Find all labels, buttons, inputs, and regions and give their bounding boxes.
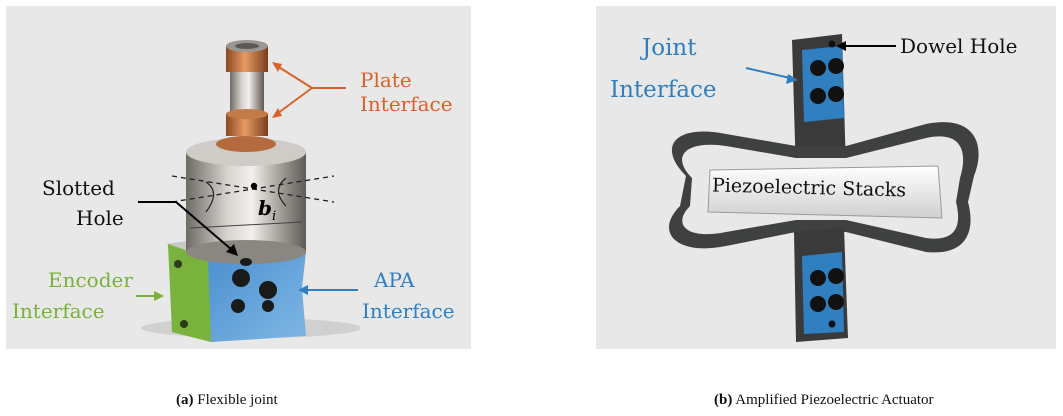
top-collar: [216, 136, 276, 152]
apa-interface-label-line1: APA: [374, 268, 415, 292]
plate-arrow-head: [272, 108, 282, 118]
apa-arrow-head: [298, 285, 308, 295]
caption-b-text: Amplified Piezoelectric Actuator: [735, 392, 934, 408]
shaft-top-bore: [235, 43, 259, 49]
apa-hole: [231, 299, 245, 313]
encoder-interface-label-line2: Interface: [12, 299, 105, 323]
joint-interface-label-line2: Interface: [610, 77, 717, 103]
flexure-curve: [277, 177, 287, 207]
center-point: [250, 182, 258, 190]
joint-body: [186, 152, 306, 252]
flexible-joint-drawing: [136, 40, 361, 342]
encoder-hole: [174, 260, 182, 268]
mount-hole: [828, 268, 844, 284]
center-point-label: bi: [258, 196, 277, 224]
caption-a-text: Flexible joint: [197, 392, 278, 408]
mount-hole: [828, 294, 844, 310]
mount-hole: [810, 296, 826, 312]
slotted-hole-label-line1: Slotted: [42, 176, 115, 200]
apa-hole: [232, 269, 250, 287]
piezo-stacks-label: Piezoelectric Stacks: [711, 174, 907, 202]
flexure-curve: [205, 181, 215, 213]
apa-render: Joint Interface Dowel Hole Piezoelectric…: [596, 6, 1056, 349]
dowel-hole: [828, 320, 836, 328]
piezo-stack: [707, 165, 943, 219]
plate-ring-lower-top: [226, 109, 268, 119]
apa-hole: [259, 281, 277, 299]
mount-hole: [828, 58, 844, 74]
joint-interface-face-top: [802, 46, 844, 122]
caption-b: (b) Amplified Piezoelectric Actuator: [714, 392, 934, 409]
slotted-hole: [240, 258, 252, 266]
dowel-hole: [828, 40, 836, 48]
dowel-hole-label: Dowel Hole: [900, 34, 1018, 58]
slotted-hole-label-line2: Hole: [76, 206, 124, 230]
mount-hole: [810, 270, 826, 286]
joint-body-bottom: [186, 240, 306, 264]
caption-b-tag: (b): [714, 392, 733, 408]
apa-interface-label-line2: Interface: [362, 299, 455, 323]
plate-arrow-head: [272, 62, 282, 72]
caption-a: (a) Flexible joint: [176, 392, 278, 409]
slotted-hole-arrow: [138, 201, 233, 251]
flexible-joint-render: Plate Interface Slotted Hole bi Encoder …: [6, 6, 471, 349]
encoder-face: [168, 244, 211, 342]
joint-interface-arrow: [745, 67, 791, 79]
apa-hole: [262, 300, 274, 312]
body-groove: [189, 221, 303, 229]
plate-interface-label-line2: Interface: [360, 92, 453, 116]
encoder-interface-label-line1: Encoder: [48, 268, 133, 292]
encoder-arrow-head: [154, 291, 164, 301]
mount-hole: [828, 86, 844, 102]
joint-interface-face-bottom: [802, 252, 844, 334]
encoder-hole: [180, 320, 188, 328]
dowel-hole-arrow-head: [836, 41, 846, 51]
mount-hole: [810, 60, 826, 76]
plate-ring-lower: [226, 114, 268, 136]
plate-interface-arrows: [273, 63, 346, 117]
apa-drawing: [669, 34, 979, 342]
slotted-hole-arrow-head: [226, 244, 238, 256]
joint-interface-label-line1: Joint: [642, 35, 697, 61]
center-point-subscript: i: [271, 209, 277, 224]
mount-hole: [810, 88, 826, 104]
apa-block: [206, 252, 306, 342]
plate-interface-label-line1: Plate: [360, 68, 412, 92]
joint-interface-arrow-head: [786, 74, 798, 84]
caption-a-tag: (a): [176, 392, 194, 408]
